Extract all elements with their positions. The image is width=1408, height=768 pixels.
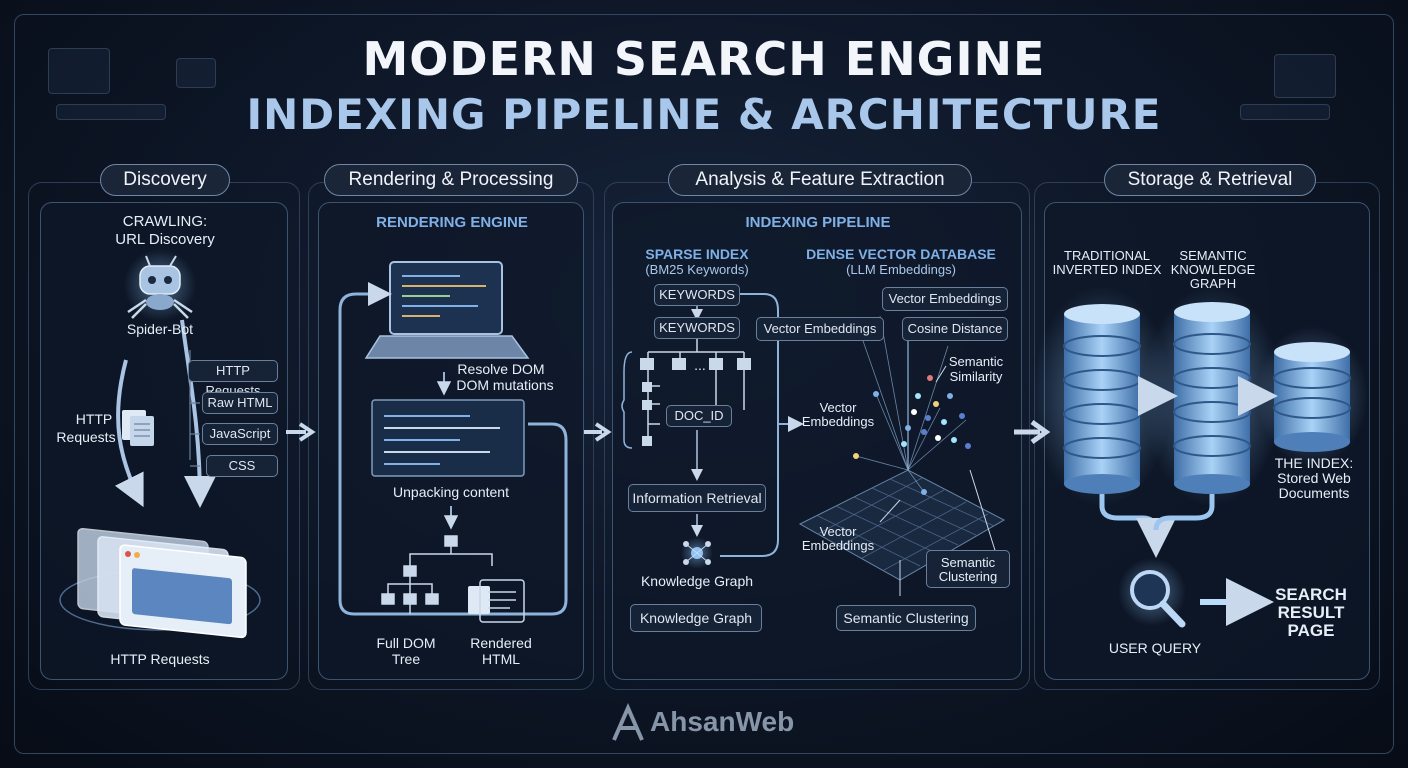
- vector-embeddings-bottom-label-2: Embeddings: [801, 538, 875, 553]
- html-label: HTML: [481, 651, 521, 667]
- laptop-code-icon: [364, 261, 530, 359]
- inverted-index-label: INVERTED INDEX: [1052, 262, 1162, 277]
- vector-embeddings-mid-label-1: Vector: [819, 400, 857, 415]
- discovery-header: Discovery: [100, 164, 230, 196]
- indexing-pipeline-label: INDEXING PIPELINE: [745, 214, 891, 231]
- semantic-clustering-small-box: [926, 550, 1010, 588]
- main-title: MODERN SEARCH ENGINE: [362, 32, 1046, 86]
- vector-embeddings-mid-label-2: Embeddings: [801, 414, 875, 429]
- deco-top-left-monitor: [176, 58, 216, 88]
- semantic-clustering-label-1: Semantic: [940, 555, 996, 570]
- index-database-icon: [1256, 326, 1368, 466]
- result-label: RESULT: [1277, 603, 1345, 622]
- documents-icon: [122, 410, 154, 446]
- semantic-similarity-label-2: Similarity: [949, 369, 1003, 384]
- arrow-rendering-to-analysis: [584, 422, 612, 442]
- semantic-similarity-label-1: Semantic: [948, 354, 1004, 369]
- tree-label: Tree: [391, 651, 421, 667]
- brand-name: AhsanWeb: [650, 706, 795, 737]
- knowledge-graph-icon: [681, 537, 713, 569]
- arrow-discovery-to-rendering: [286, 422, 316, 442]
- crawling-label: CRAWLING:: [122, 213, 208, 230]
- knowledge-label: KNOWLEDGE: [1170, 262, 1256, 277]
- resolve-dom-label: Resolve DOM: [457, 361, 545, 377]
- doc-id-box: DOC_ID: [666, 405, 732, 427]
- main-subtitle: INDEXING PIPELINE & ARCHITECTURE: [246, 90, 1162, 139]
- browser-windows-icon: [59, 527, 261, 639]
- knowledge-graph-icon-label: Knowledge Graph: [640, 573, 754, 589]
- page-label: PAGE: [1287, 621, 1335, 640]
- tag-raw-html: Raw HTML: [202, 392, 278, 414]
- ellipsis-label: ...: [694, 357, 706, 373]
- search-label: SEARCH: [1275, 585, 1347, 604]
- url-discovery-label: URL Discovery: [115, 231, 215, 248]
- code-panel-icon: [371, 399, 525, 477]
- keywords-box-2: KEYWORDS: [654, 317, 740, 339]
- traditional-label: TRADITIONAL: [1064, 248, 1150, 263]
- inverted-index-database-icon: [1032, 286, 1172, 506]
- graph-label: GRAPH: [1189, 276, 1237, 291]
- information-retrieval-box: Information Retrieval: [628, 484, 766, 512]
- http-requests-side-label-1: HTTP: [75, 411, 113, 427]
- tag-javascript: JavaScript: [202, 423, 278, 445]
- spider-bot-icon: [124, 249, 196, 321]
- semantic-clustering-box: Semantic Clustering: [836, 605, 976, 631]
- brand-logo-text: AhsanWeb: [650, 706, 794, 738]
- deco-top-right-bar: [1240, 104, 1330, 120]
- dom-mutations-label: DOM mutations: [456, 377, 554, 393]
- documents-label: Documents: [1278, 485, 1350, 501]
- deco-top-right-panel: [1274, 54, 1336, 98]
- vector-embeddings-left-box: Vector Embeddings: [756, 317, 884, 341]
- unpacking-content-label: Unpacking content: [393, 484, 509, 500]
- keywords-box-1: KEYWORDS: [654, 284, 740, 306]
- knowledge-graph-box: Knowledge Graph: [630, 604, 762, 632]
- the-index-label: THE INDEX:: [1274, 455, 1354, 471]
- user-query-label: USER QUERY: [1108, 640, 1202, 656]
- rendering-header: Rendering & Processing: [324, 164, 578, 196]
- brand-logo-icon: [612, 703, 644, 741]
- arrow-analysis-to-storage: [1014, 419, 1051, 445]
- spider-bot-label: Spider-Bot: [126, 321, 194, 337]
- vector-embeddings-bottom-label-1: Vector: [819, 524, 857, 539]
- stored-web-label: Stored Web: [1277, 470, 1351, 486]
- semantic-clustering-label-2: Clustering: [938, 569, 998, 584]
- dom-tree-icon: [381, 535, 493, 614]
- semantic-label: SEMANTIC: [1179, 248, 1247, 263]
- dense-vector-db-label: DENSE VECTOR DATABASE: [806, 246, 996, 262]
- vector-embeddings-top-box: Vector Embeddings: [882, 287, 1008, 311]
- rendering-engine-label: RENDERING ENGINE: [376, 214, 528, 231]
- storage-header: Storage & Retrieval: [1104, 164, 1316, 196]
- vector-space-plot: [798, 315, 1006, 596]
- http-requests-side-label-2: Requests: [56, 429, 116, 445]
- llm-embeddings-label: (LLM Embeddings): [846, 262, 956, 277]
- http-requests-bottom-label: HTTP Requests: [110, 651, 210, 667]
- deco-top-left-bar: [56, 104, 166, 120]
- bm25-keywords-label: (BM25 Keywords): [645, 262, 749, 277]
- deco-top-left-panel: [48, 48, 110, 94]
- analysis-header: Analysis & Feature Extraction: [668, 164, 972, 196]
- magnifier-icon: [1118, 558, 1186, 628]
- full-dom-label: Full DOM: [376, 635, 436, 651]
- sparse-index-label: SPARSE INDEX: [645, 246, 749, 262]
- cosine-distance-box: Cosine Distance: [902, 317, 1008, 341]
- tag-css: CSS: [206, 455, 278, 477]
- tag-http-requests: HTTP Requests: [188, 360, 278, 398]
- rendered-html-icon: [468, 579, 525, 623]
- rendered-label: Rendered: [470, 635, 532, 651]
